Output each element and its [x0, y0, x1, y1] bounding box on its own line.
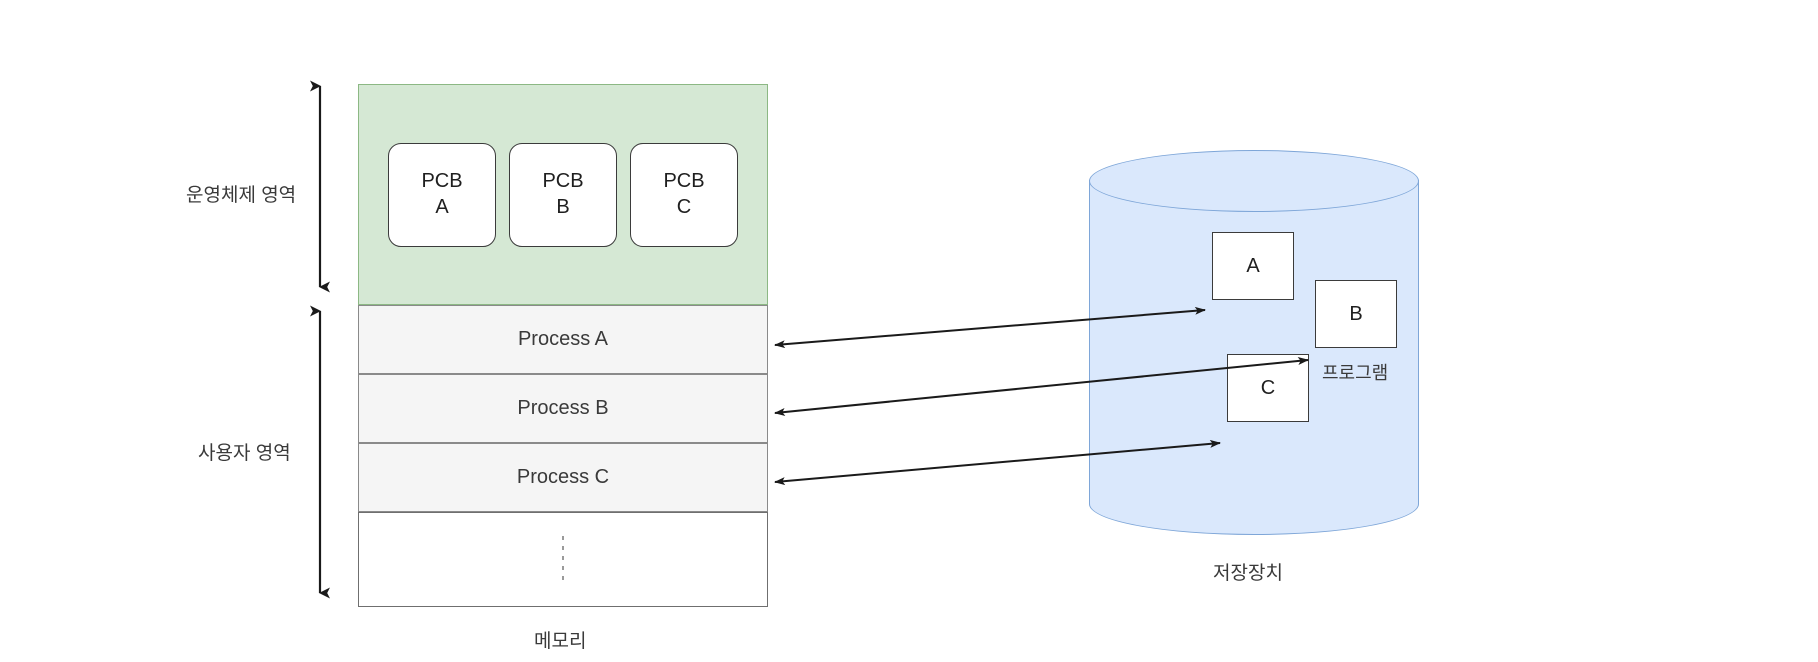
pcb-a-line1: PCB — [421, 169, 463, 192]
process-slot-empty — [358, 512, 768, 607]
pcb-a-line2: A — [435, 195, 449, 218]
process-slot-a[interactable]: Process A — [358, 305, 768, 374]
pcb-c-line1: PCB — [663, 169, 705, 192]
pcb-b-line2: B — [556, 195, 570, 218]
program-c-label: C — [1260, 376, 1276, 399]
program-a-label: A — [1246, 254, 1260, 277]
program-b-label: B — [1349, 302, 1363, 325]
process-slot-b-label: Process B — [517, 397, 609, 419]
pcb-box-b[interactable]: PCB B — [509, 142, 617, 247]
process-slot-b[interactable]: Process B — [358, 374, 768, 443]
user-region-label: 사용자 영역 — [198, 443, 291, 464]
process-slot-c[interactable]: Process C — [358, 443, 768, 512]
os-region-label: 운영체제 영역 — [186, 185, 297, 206]
program-box-b[interactable]: B — [1315, 280, 1397, 348]
program-group-label: 프로그램 — [1322, 363, 1389, 383]
vertical-ellipsis-icon — [562, 535, 564, 584]
pcb-box-a[interactable]: PCB A — [388, 142, 496, 247]
memory-diagram: PCB A PCB B PCB C Process A Process B Pr… — [0, 0, 840, 662]
memory-caption: 메모리 — [534, 631, 587, 652]
process-slot-c-label: Process C — [516, 466, 610, 488]
program-box-c[interactable]: C — [1227, 354, 1309, 422]
os-region-block: PCB A PCB B PCB C — [358, 84, 768, 305]
pcb-box-c[interactable]: PCB C — [630, 142, 738, 247]
storage-caption: 저장장치 — [1213, 563, 1283, 584]
pcb-b-line1: PCB — [542, 169, 584, 192]
program-box-a[interactable]: A — [1212, 232, 1294, 300]
pcb-row: PCB A PCB B PCB C — [359, 85, 767, 304]
storage-diagram: A B C 프로그램 — [1060, 150, 1420, 535]
cylinder-top-ellipse — [1089, 150, 1419, 212]
pcb-c-line2: C — [676, 195, 692, 218]
process-slot-a-label: Process A — [517, 328, 609, 350]
